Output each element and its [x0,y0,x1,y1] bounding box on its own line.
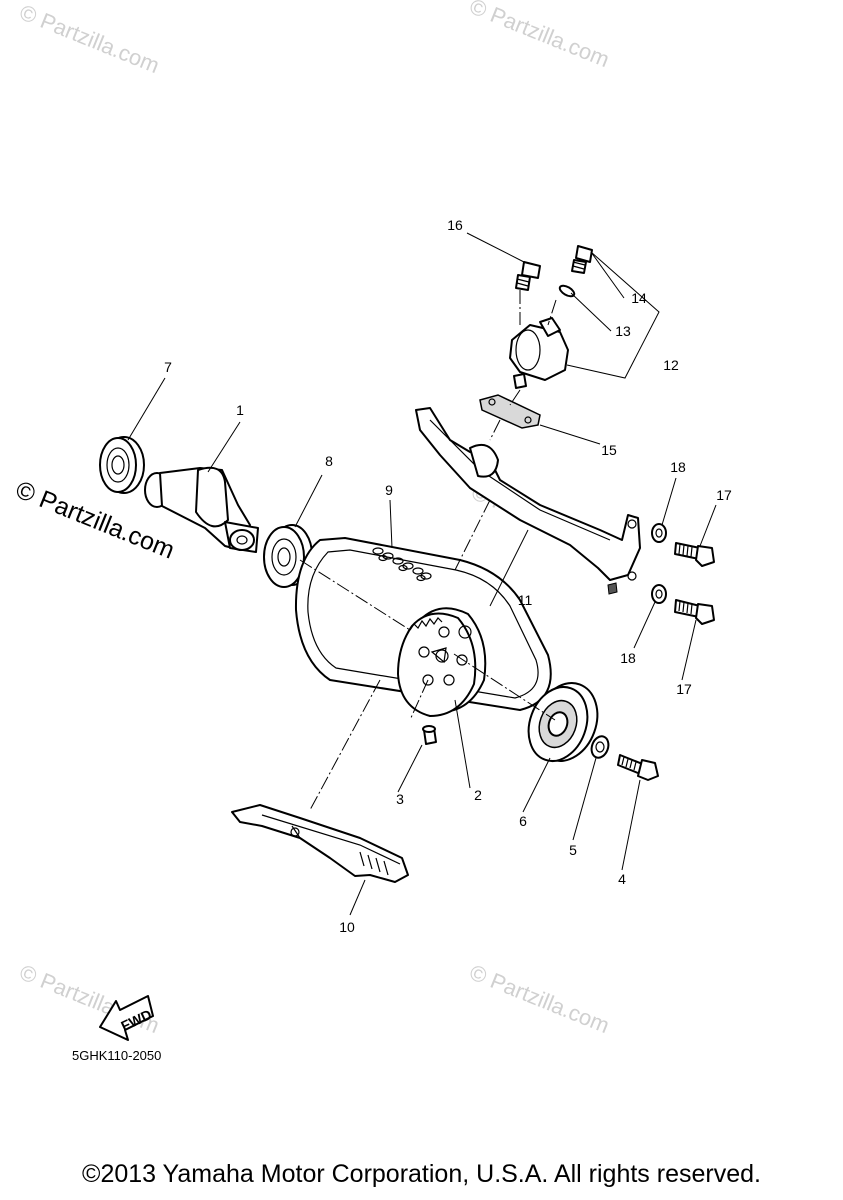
dowel-pin-part-3 [422,725,437,745]
bolt-part-17-upper [674,542,715,567]
gasket-part-13 [558,284,576,298]
washer-part-18-lower [651,584,667,604]
leader-lines [127,232,717,916]
diagram-code: 5GHK110-2050 [72,1048,161,1063]
callout-18-upper: 18 [670,459,686,475]
bearing-part-7 [99,436,145,494]
callout-numbers: 1 2 3 4 5 6 7 8 9 10 11 12 13 14 15 16 1… [164,217,732,935]
callout-2: 2 [474,787,482,803]
callout-5: 5 [569,842,577,858]
camshaft-part-1 [144,466,259,553]
tensioner-guide-part-11 [415,407,641,595]
callout-11: 11 [518,592,533,608]
callout-14: 14 [631,290,647,306]
watermark-top-left: © Partzilla.com [16,0,163,78]
callout-4: 4 [618,871,626,887]
bolt-part-16 [515,261,541,291]
callout-8: 8 [325,453,333,469]
washer-part-18-upper [651,523,667,543]
callout-12: 12 [663,357,679,373]
callout-13: 13 [615,323,631,339]
chain-guide-part-10 [231,804,409,883]
watermark-bottom-right: © Partzilla.com [466,959,613,1038]
callout-1: 1 [236,402,244,418]
watermark-top-right: © Partzilla.com [466,0,613,72]
callout-17-lower: 17 [676,681,692,697]
callout-15: 15 [601,442,617,458]
rotor-part-6 [527,682,599,762]
callout-17-upper: 17 [716,487,732,503]
callout-16: 16 [447,217,463,233]
chain-links [372,547,432,582]
callout-6: 6 [519,813,527,829]
callout-7: 7 [164,359,172,375]
callout-10: 10 [339,919,355,935]
callout-3: 3 [396,791,404,807]
callout-18-lower: 18 [620,650,636,666]
bolt-part-14 [571,245,593,274]
callout-9: 9 [385,482,393,498]
copyright-notice: ©2013 Yamaha Motor Corporation, U.S.A. A… [82,1160,761,1188]
gasket-part-15 [479,394,541,429]
tensioner-assembly-part-12 [509,317,569,389]
bolt-part-4 [617,754,659,781]
bolt-part-17-lower [674,599,715,625]
assembly-lines [299,290,557,811]
washer-part-5 [590,735,610,759]
